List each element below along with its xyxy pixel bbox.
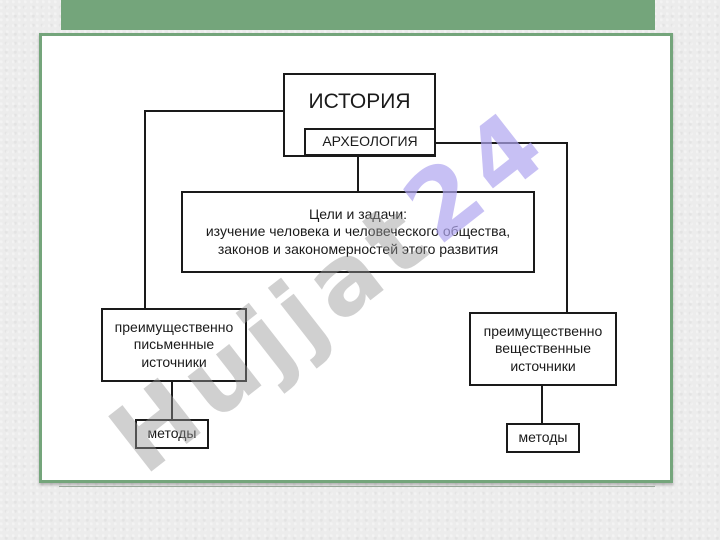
material-methods-box: методы (506, 423, 580, 453)
material-methods-label: методы (518, 429, 568, 446)
connector-left-vertical (144, 110, 146, 310)
connector-right-vertical (566, 142, 568, 314)
title-bar (61, 0, 655, 30)
written-sources-box: преимущественно письменные источники (101, 308, 247, 382)
connector-right-source-methods (541, 385, 543, 425)
goals-line-3: законов и закономерностей этого развития (217, 240, 499, 257)
connector-left-source-methods (171, 381, 173, 421)
archaeology-label: АРХЕОЛОГИЯ (322, 133, 418, 150)
goals-line-2: изучение человека и человеческого общест… (205, 223, 511, 240)
connector-archaeology-goals (357, 155, 359, 192)
material-sources-line-2: вещественные (494, 340, 591, 357)
material-sources-line-3: источники (510, 357, 576, 374)
slide-bottom-rule (59, 486, 655, 487)
connector-history-left-horizontal (145, 110, 285, 112)
written-sources-line-1: преимущественно (114, 318, 234, 335)
connector-archaeology-right-horizontal (434, 142, 568, 144)
history-label: ИСТОРИЯ (308, 90, 411, 113)
written-sources-line-2: письменные (133, 336, 215, 353)
goals-title: Цели и задачи: (308, 205, 408, 222)
goals-box: Цели и задачи: изучение человека и челов… (181, 191, 535, 273)
material-sources-line-1: преимущественно (483, 322, 603, 339)
written-sources-line-3: источники (141, 353, 207, 370)
archaeology-box: АРХЕОЛОГИЯ (304, 128, 436, 156)
written-methods-box: методы (135, 419, 209, 449)
written-methods-label: методы (147, 425, 197, 442)
material-sources-box: преимущественно вещественные источники (469, 312, 617, 386)
